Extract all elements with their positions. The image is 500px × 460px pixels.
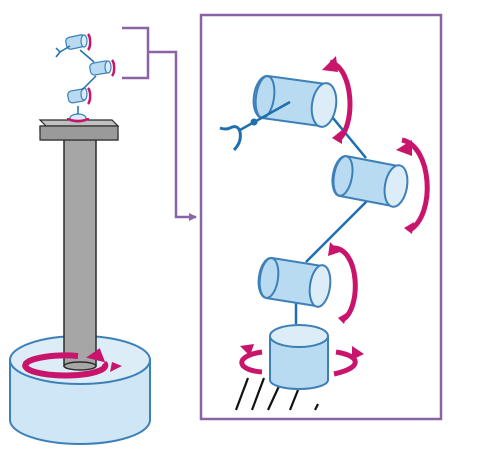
base-joint-cylinder: [269, 324, 329, 390]
pillar: [63, 137, 97, 371]
lower-joint-cylinder: [257, 256, 332, 308]
ground-hatch-icon: [234, 377, 319, 411]
upper-joint-rotation-icon: [322, 56, 353, 144]
base-joint-rotation-icon: [239, 344, 364, 377]
arm-links: [294, 111, 369, 324]
upper-joint-cylinder: [252, 74, 338, 128]
detail-arm: [219, 56, 430, 411]
middle-joint-rotation-icon: [396, 137, 430, 234]
gripper-icon: [219, 100, 291, 152]
lower-joint-rotation-icon: [328, 242, 358, 324]
callout-connector-icon: [122, 26, 197, 221]
top-plate: [38, 119, 120, 141]
overview-robot: [9, 33, 151, 445]
middle-joint-cylinder: [331, 155, 409, 208]
mini-arm: [55, 33, 116, 123]
base-rotation-arrow-icon: [22, 348, 122, 379]
